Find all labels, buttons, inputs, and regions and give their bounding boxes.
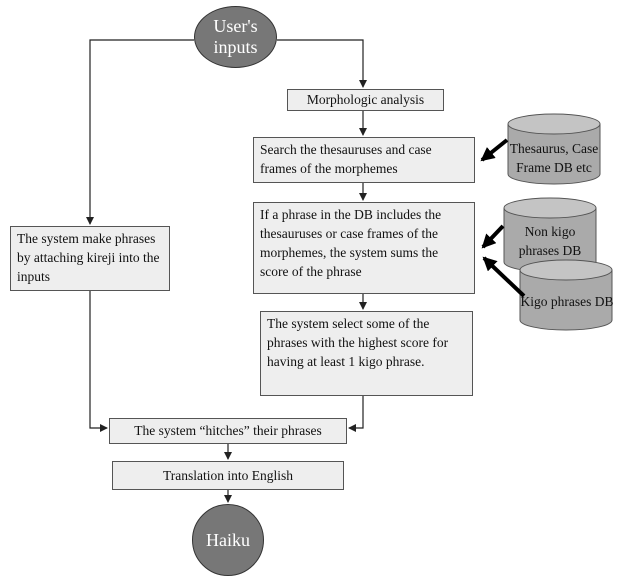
step-search-thesauruses: Search the thesauruses and case frames o… xyxy=(253,137,475,183)
step-translation-label: Translation into English xyxy=(162,468,293,483)
start-node-line1: User's xyxy=(213,16,258,36)
step-select-phrases: The system select some of the phrases wi… xyxy=(260,311,473,396)
db-thesaurus-label: Thesaurus, Case Frame DB etc xyxy=(503,139,605,177)
start-node-users-inputs: User's inputs xyxy=(194,6,277,68)
db-kigo-cylinder xyxy=(519,259,613,331)
db-nonkigo-label: Non kigo phrases DB xyxy=(504,222,596,260)
step-hitch-phrases: The system “hitches” their phrases xyxy=(109,418,347,444)
db-nonkigo-cylinder xyxy=(503,197,597,273)
db-thesaurus-line2: Frame DB etc xyxy=(516,160,592,175)
step-attach-kireji: The system make phrases by attaching kir… xyxy=(10,226,170,291)
db-nonkigo-line1: Non kigo xyxy=(524,224,576,239)
step-kireji-label: The system make phrases by attaching kir… xyxy=(17,231,160,284)
step-morphologic-analysis: Morphologic analysis xyxy=(287,89,444,111)
end-node-haiku: Haiku xyxy=(192,504,264,576)
connector-kireji-hitch xyxy=(89,290,108,432)
connector-start-right xyxy=(277,39,367,88)
db-thesaurus-line1: Thesaurus, Case xyxy=(509,141,599,156)
step-translation: Translation into English xyxy=(112,461,344,490)
end-node-label: Haiku xyxy=(206,529,250,550)
db-nonkigo-line2: phrases DB xyxy=(518,243,582,258)
start-node-line2: inputs xyxy=(213,37,258,57)
db-thesaurus-cylinder xyxy=(507,113,601,185)
step-phrase-db-scoring: If a phrase in the DB includes the thesa… xyxy=(253,202,475,294)
db-arrow-kigo xyxy=(482,256,526,298)
db-arrow-thesaurus xyxy=(480,138,509,162)
step-hitch-label: The system “hitches” their phrases xyxy=(134,423,322,438)
step-select-label: The system select some of the phrases wi… xyxy=(267,316,449,369)
db-kigo-label: Kigo phrases DB xyxy=(516,292,618,311)
db-kigo-line: Kigo phrases DB xyxy=(520,294,614,309)
connector-start-left xyxy=(86,39,194,225)
step-phrase-db-label: If a phrase in the DB includes the thesa… xyxy=(260,207,442,279)
step-search-label: Search the thesauruses and case frames o… xyxy=(260,142,432,176)
step-morphologic-label: Morphologic analysis xyxy=(306,92,425,107)
db-arrow-nonkigo xyxy=(481,224,505,249)
connector-select-hitch xyxy=(348,395,364,432)
